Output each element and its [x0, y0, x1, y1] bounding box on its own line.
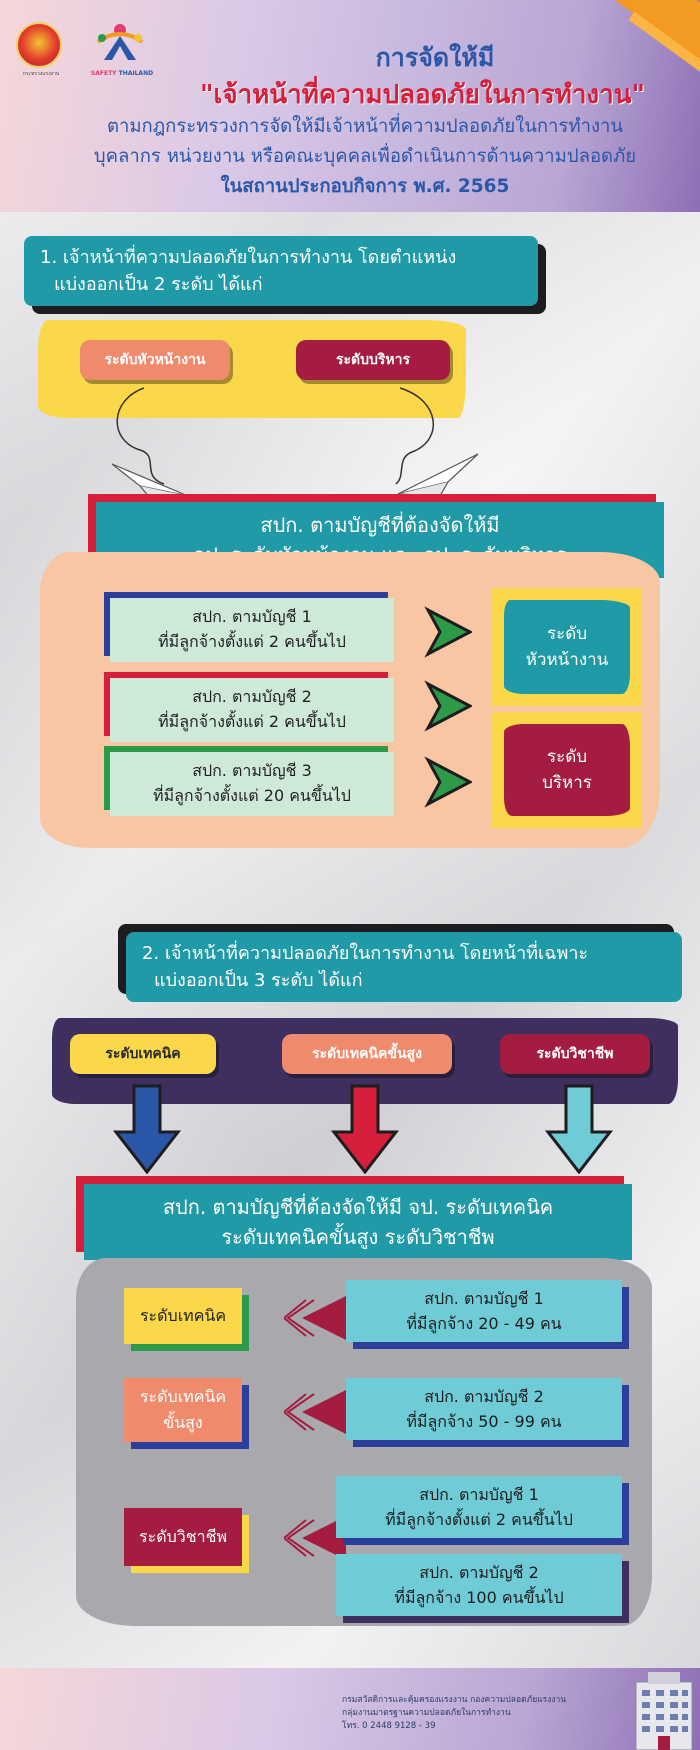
pill-technical-level: ระดับเทคนิค [70, 1034, 216, 1074]
safety-thailand-wordmark: SAFETY THAILAND [90, 70, 154, 77]
pill-supervisor-level: ระดับหัวหน้างาน [80, 340, 230, 380]
double-chevron-left-icon [284, 1516, 346, 1560]
page-title: การจัดให้มี [375, 43, 495, 72]
list-item-professional-account-2: สปก. ตามบัญชี 2 ที่มีลูกจ้าง 100 คนขึ้นไ… [336, 1554, 622, 1616]
safety-thailand-logo-icon [96, 24, 144, 60]
footer-contact: กรมสวัสดิการและคุ้มครองแรงงาน กองความปลอ… [342, 1695, 567, 1731]
section2-heading: 2. เจ้าหน้าที่ความปลอดภัยในการทำงาน โดยห… [126, 932, 682, 1002]
paper-plane-icon [397, 453, 479, 497]
list-item-technical-account-1: สปก. ตามบัญชี 1 ที่มีลูกจ้าง 20 - 49 คน [346, 1280, 622, 1342]
ministry-seal-caption: กระทรวงแรงงาน [22, 71, 60, 77]
paper-plane-strings [116, 387, 435, 485]
list-item-professional-account-1: สปก. ตามบัญชี 1 ที่มีลูกจ้างตั้งแต่ 2 คน… [336, 1476, 622, 1538]
page-title-quote: "เจ้าหน้าที่ความปลอดภัยในการทำงาน" [199, 80, 646, 110]
subtitle-line-1: ตามกฎกระทรวงการจัดให้มีเจ้าหน้าที่ความปล… [106, 116, 624, 137]
pill-executive-level: ระดับบริหาร [296, 340, 450, 380]
subtitle-line-3: ในสถานประกอบกิจการ พ.ศ. 2565 [220, 176, 510, 197]
level-box-executive: ระดับ บริหาร [492, 712, 642, 828]
building-icon [635, 1672, 693, 1750]
down-arrow-icon [544, 1084, 614, 1174]
section2-banner: สปก. ตามบัญชีที่ต้องจัดให้มี จป. ระดับเท… [84, 1184, 632, 1260]
footer-banner [0, 1668, 700, 1750]
double-chevron-left-icon [284, 1296, 346, 1340]
down-arrow-icon [330, 1084, 400, 1174]
pill-advanced-technical-level: ระดับเทคนิคขั้นสูง [282, 1034, 452, 1074]
chevron-right-icon [424, 680, 472, 732]
section1-heading: 1. เจ้าหน้าที่ความปลอดภัยในการทำงาน โดยต… [24, 236, 538, 306]
chevron-right-icon [424, 756, 472, 808]
level-tag-professional: ระดับวิชาชีพ [124, 1508, 242, 1566]
level-tag-technical: ระดับเทคนิค [124, 1288, 242, 1344]
double-chevron-left-icon [284, 1390, 346, 1434]
level-tag-advanced-technical: ระดับเทคนิค ขั้นสูง [124, 1378, 242, 1442]
chevron-right-icon [424, 606, 472, 658]
level-box-supervisor: ระดับ หัวหน้างาน [492, 588, 642, 706]
subtitle-line-2: บุคลากร หน่วยงาน หรือคณะบุคคลเพื่อดำเนิน… [93, 146, 637, 167]
pill-professional-level: ระดับวิชาชีพ [500, 1034, 650, 1074]
list-item-account-1: สปก. ตามบัญชี 1 ที่มีลูกจ้างตั้งแต่ 2 คน… [110, 598, 394, 662]
paper-plane-icon [111, 463, 189, 499]
list-item-account-3: สปก. ตามบัญชี 3 ที่มีลูกจ้างตั้งแต่ 20 ค… [110, 752, 394, 816]
down-arrow-icon [112, 1084, 182, 1174]
list-item-advanced-account-2: สปก. ตามบัญชี 2 ที่มีลูกจ้าง 50 - 99 คน [346, 1378, 622, 1440]
list-item-account-2: สปก. ตามบัญชี 2 ที่มีลูกจ้างตั้งแต่ 2 คน… [110, 678, 394, 742]
ministry-seal-icon [16, 22, 62, 68]
